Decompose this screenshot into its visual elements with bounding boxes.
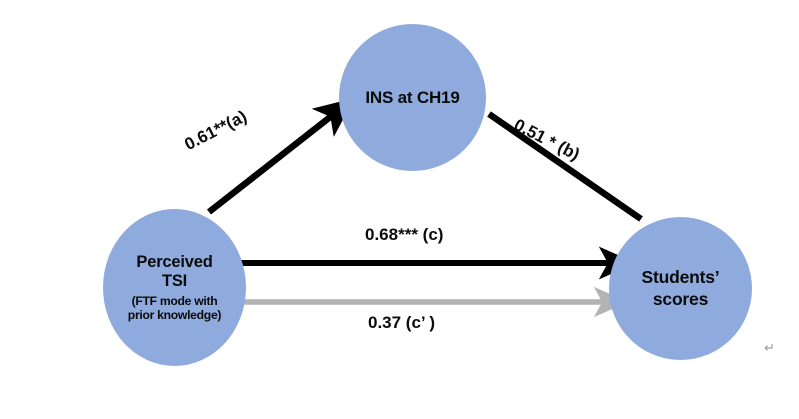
- node-ins-at-ch19: INS at CH19: [339, 24, 486, 171]
- node-students-scores: Students’ scores: [609, 217, 752, 360]
- path-label-c-prime: 0.37 (c’ ): [368, 313, 436, 332]
- node-students-scores-title: Students’ scores: [641, 267, 720, 309]
- paragraph-return-mark: ↵: [764, 340, 775, 355]
- node-ins-at-ch19-title: INS at CH19: [365, 87, 460, 107]
- node-perceived-tsi: Perceived TSI (FTF mode with prior knowl…: [103, 209, 246, 366]
- node-perceived-tsi-title: Perceived TSI: [136, 252, 213, 290]
- path-arrow-a: [206, 97, 355, 215]
- path-arrow-b: [487, 111, 643, 222]
- path-label-c: 0.68*** (c): [365, 225, 444, 244]
- node-perceived-tsi-subtitle: (FTF mode with prior knowledge): [127, 294, 222, 323]
